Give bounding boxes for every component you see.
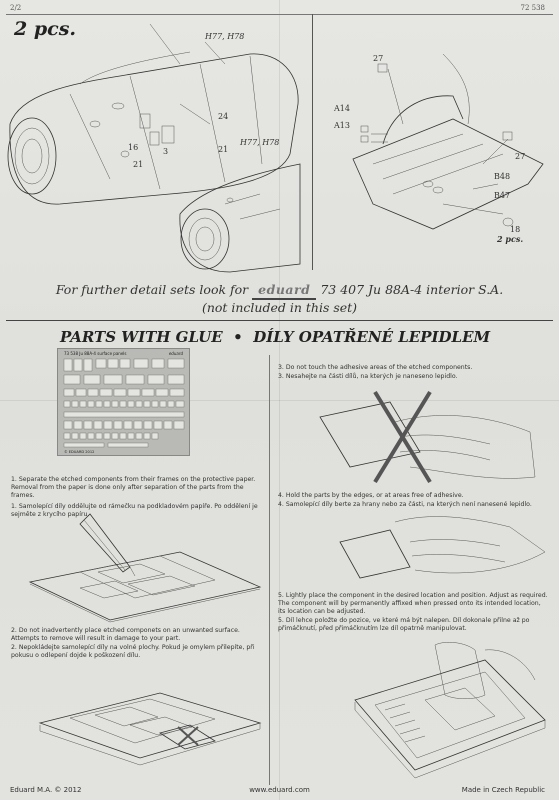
step-3-cz: 3. Nesahejte na části dílů, na kterých j…	[278, 373, 458, 380]
step-5-en: 5. Lightly place the component in the de…	[278, 592, 548, 616]
note-prefix: For further detail sets look for	[55, 282, 249, 297]
part-27-top: 27	[373, 54, 384, 63]
part-24: 24	[218, 112, 229, 121]
part-a13: A13	[334, 121, 350, 130]
right-wing-diagram	[352, 53, 544, 230]
section-divider	[6, 320, 553, 321]
step-2-cz: 2. Nepokládejte samolepící díly na volné…	[11, 644, 255, 660]
pieces-count: 2 pcs.	[14, 18, 77, 40]
page-number: 2/2	[10, 4, 22, 12]
fret-footer: © EDUARD 2012	[64, 450, 95, 454]
step-4-cz: 4. Samolepící díly berte za hrany nebo z…	[278, 501, 532, 508]
note-suffix: (not included in this set)	[201, 300, 358, 315]
step-1-cz: 1. Samolepící díly oddělujte od rámečku …	[11, 503, 258, 519]
etched-fret: 73 538 Ju 88A-4 surface panels eduard © …	[57, 348, 190, 456]
step-5-illustration	[354, 642, 546, 779]
part-a14: A14	[334, 104, 350, 113]
callout-h77-h78-top: H77, H78	[205, 32, 245, 41]
fret-parts	[63, 358, 185, 448]
step-3-en: 3. Do not touch the adhesive areas of th…	[278, 364, 473, 371]
title-cz: DÍLY OPATŘENÉ LEPIDLEM	[253, 328, 491, 346]
step-4-en: 4. Hold the parts by the edges, or at ar…	[278, 492, 464, 499]
part-b48: B48	[494, 172, 511, 181]
part-27-right: 27	[515, 152, 526, 161]
part-3: 3	[163, 147, 169, 156]
step-1-en: 1. Separate the etched components from t…	[11, 476, 256, 500]
title-en: PARTS WITH GLUE	[60, 328, 223, 346]
section-title: PARTS WITH GLUE • DÍLY OPATŘENÉ LEPIDLEM	[60, 328, 490, 346]
column-divider	[269, 355, 270, 785]
part-21-b: 21	[218, 145, 229, 154]
fret-label: 73 538 Ju 88A-4 surface panels	[64, 351, 127, 356]
further-sets-note: For further detail sets look for eduard …	[0, 282, 559, 316]
left-nacelle-diagram	[7, 23, 301, 273]
right-pieces-count: 2 pcs.	[497, 234, 524, 244]
diagram-frame	[6, 14, 553, 272]
eduard-logo: eduard	[252, 282, 317, 300]
note-set: 73 407 Ju 88A-4 interior S.A.	[320, 282, 504, 297]
fold-line-horizontal	[0, 400, 559, 401]
fold-line-vertical	[279, 0, 280, 800]
step-2-illustration	[38, 692, 262, 766]
diagram-divider	[312, 14, 313, 270]
footer-website[interactable]: www.eduard.com	[249, 786, 310, 794]
step-4-illustration	[339, 516, 546, 579]
footer-company: Eduard M.A. © 2012	[10, 786, 82, 794]
part-21-a: 21	[133, 160, 144, 169]
title-separator: •	[233, 328, 243, 346]
part-b47: B47	[494, 191, 511, 200]
footer-origin: Made in Czech Republic	[461, 786, 545, 794]
set-code: 72 538	[520, 4, 546, 12]
fret-brand: eduard	[168, 351, 183, 356]
step-1-illustration	[28, 513, 262, 623]
step-3-illustration	[319, 390, 536, 484]
step-2-en: 2. Do not inadvertently place etched com…	[11, 627, 240, 643]
callout-h77-h78-bottom: H77, H78	[240, 138, 280, 147]
part-16: 16	[128, 143, 139, 152]
part-18: 18	[510, 225, 521, 234]
step-5-cz: 5. Díl lehce položte do pozice, ve které…	[278, 617, 530, 633]
